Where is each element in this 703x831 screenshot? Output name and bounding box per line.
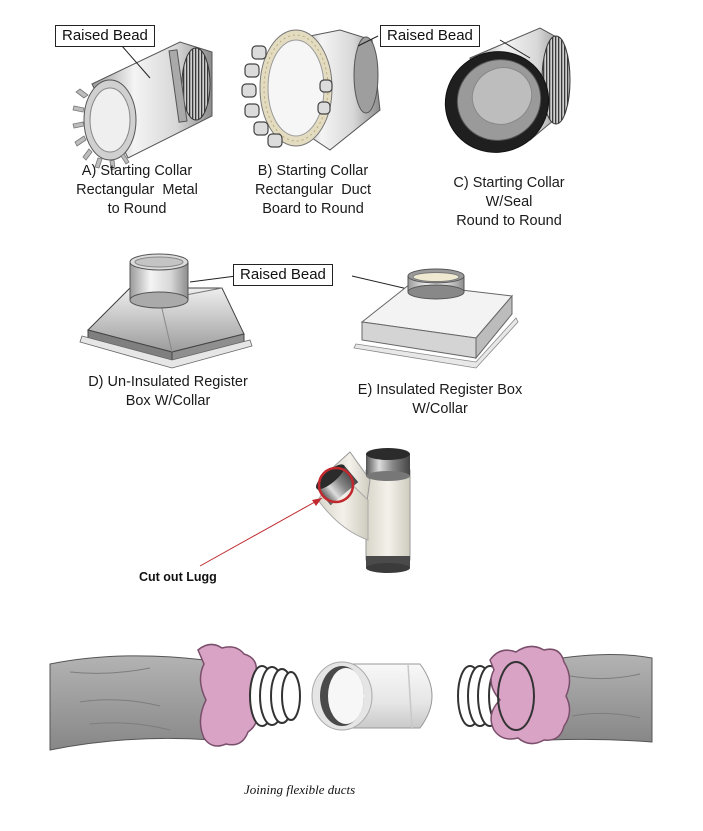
caption-a: A) Starting Collar Rectangular Metal to … [52,162,222,219]
collar-a-illustration [73,42,212,170]
wye-fitting-illustration [313,448,410,573]
lugg-pointer-line [200,498,322,566]
flex-duct-left-illustration [50,644,260,750]
caption-b: B) Starting Collar Rectangular Duct Boar… [228,162,398,219]
collar-c-illustration [429,28,570,169]
sheet-metal-coupling-illustration [312,662,432,730]
collar-b-illustration [242,30,380,150]
raised-bead-callout-a: Raised Bead [55,25,155,47]
cut-out-lugg-label: Cut out Lugg [139,570,217,584]
bead-d-leader [190,276,236,282]
flex-duct-left-coil [250,666,300,726]
flex-duct-right-illustration [490,646,652,743]
caption-c: C) Starting Collar W/Seal Round to Round [424,174,594,231]
joining-flexible-ducts-caption: Joining flexible ducts [244,782,355,798]
raised-bead-callout-c: Raised Bead [380,25,480,47]
caption-e: E) Insulated Register Box W/Collar [340,381,540,419]
register-box-d-illustration [80,254,252,368]
raised-bead-callout-d: Raised Bead [233,264,333,286]
register-box-e-illustration [354,269,518,368]
caption-d: D) Un-Insulated Register Box W/Collar [68,373,268,411]
bead-e-leader [352,276,412,290]
